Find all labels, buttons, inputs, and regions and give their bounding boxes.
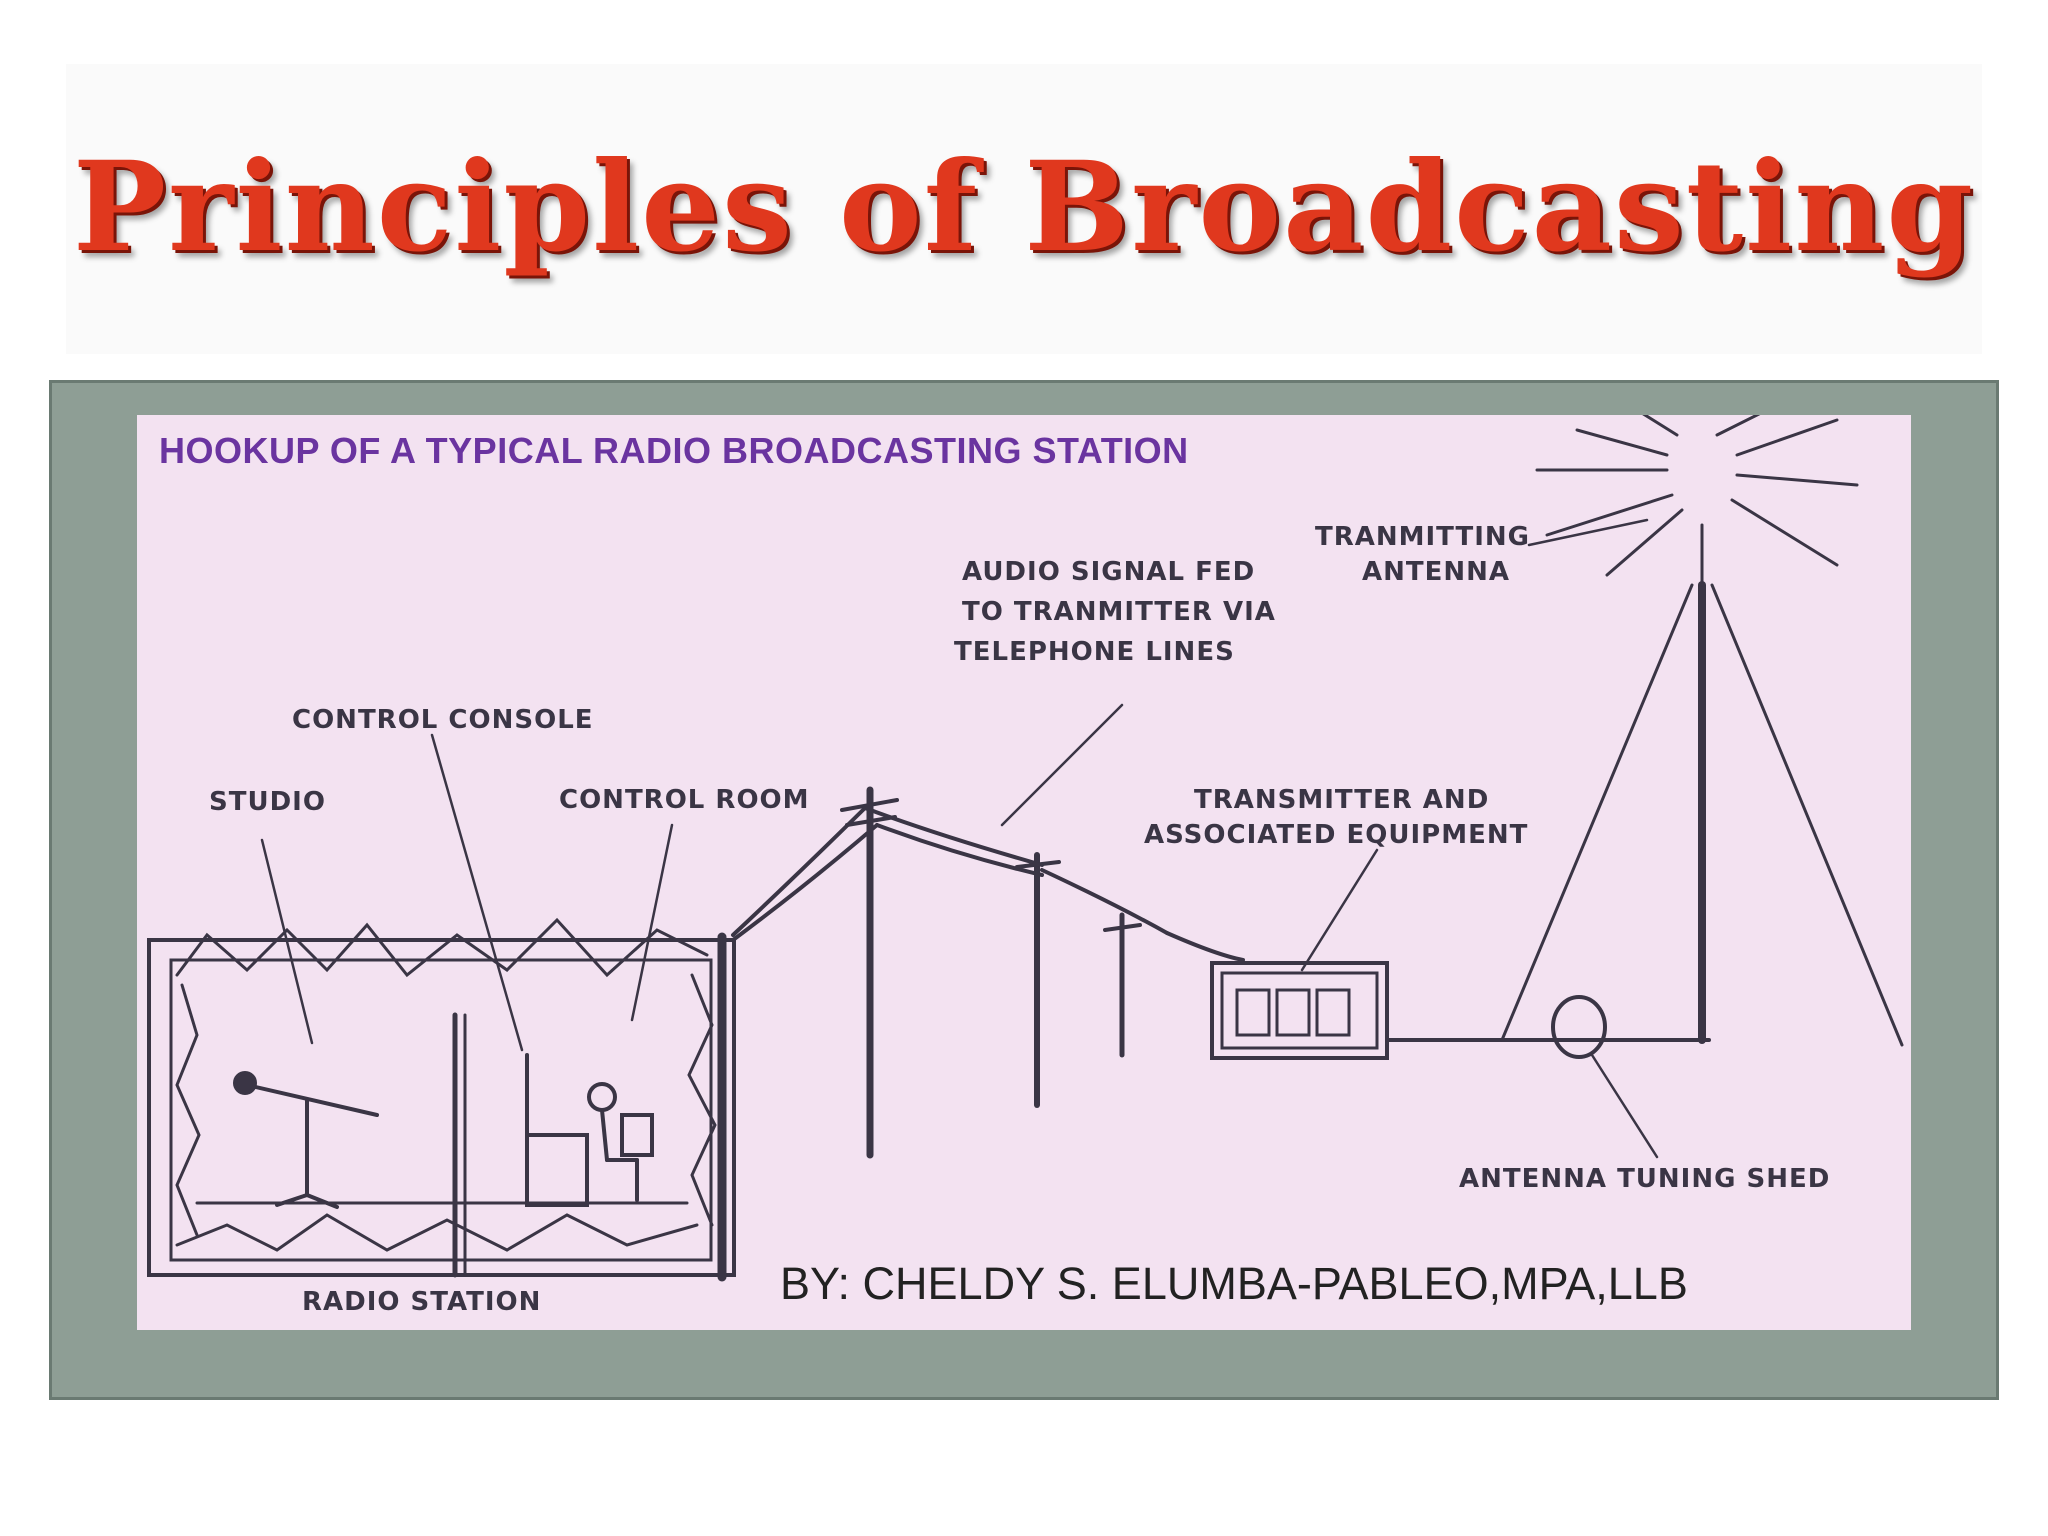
label-transmitting-1: TRANMITTING xyxy=(1315,522,1530,552)
transmitter-building xyxy=(1210,961,1711,1060)
slide-title: Principles of Broadcasting xyxy=(72,135,1976,280)
label-audio-signal-3: TELEPHONE LINES xyxy=(954,637,1235,667)
label-transmitting-2: ANTENNA xyxy=(1362,557,1510,587)
label-studio: STUDIO xyxy=(209,787,326,817)
label-transmitter-2: ASSOCIATED EQUIPMENT xyxy=(1144,820,1528,850)
label-control-room: CONTROL ROOM xyxy=(559,785,810,815)
diagram-photo: CONTROL CONSOLE STUDIO CONTROL ROOM RADI… xyxy=(137,415,1911,1330)
telephone-lines xyxy=(731,806,1245,962)
title-band xyxy=(66,64,1982,354)
radio-station-building xyxy=(147,917,736,1282)
label-control-console: CONTROL CONSOLE xyxy=(292,705,594,735)
author-credit: BY: CHELDY S. ELUMBA-PABLEO,MPA,LLB xyxy=(780,1258,1688,1309)
label-audio-signal-2: TO TRANMITTER VIA xyxy=(962,597,1276,627)
broadcast-hookup-diagram: CONTROL CONSOLE STUDIO CONTROL ROOM RADI… xyxy=(147,415,1904,1317)
label-transmitter-1: TRANSMITTER AND xyxy=(1194,785,1489,815)
leader-lines xyxy=(260,518,1659,1159)
diagram-labels: CONTROL CONSOLE STUDIO CONTROL ROOM RADI… xyxy=(209,522,1830,1317)
transmitting-antenna xyxy=(1500,415,1904,1059)
label-radio-station: RADIO STATION xyxy=(302,1287,541,1317)
diagram-caption: HOOKUP OF A TYPICAL RADIO BROADCASTING S… xyxy=(159,430,1189,471)
telephone-poles xyxy=(840,786,1142,1159)
label-tuning-shed: ANTENNA TUNING SHED xyxy=(1459,1164,1830,1194)
label-audio-signal-1: AUDIO SIGNAL FED xyxy=(962,557,1255,587)
